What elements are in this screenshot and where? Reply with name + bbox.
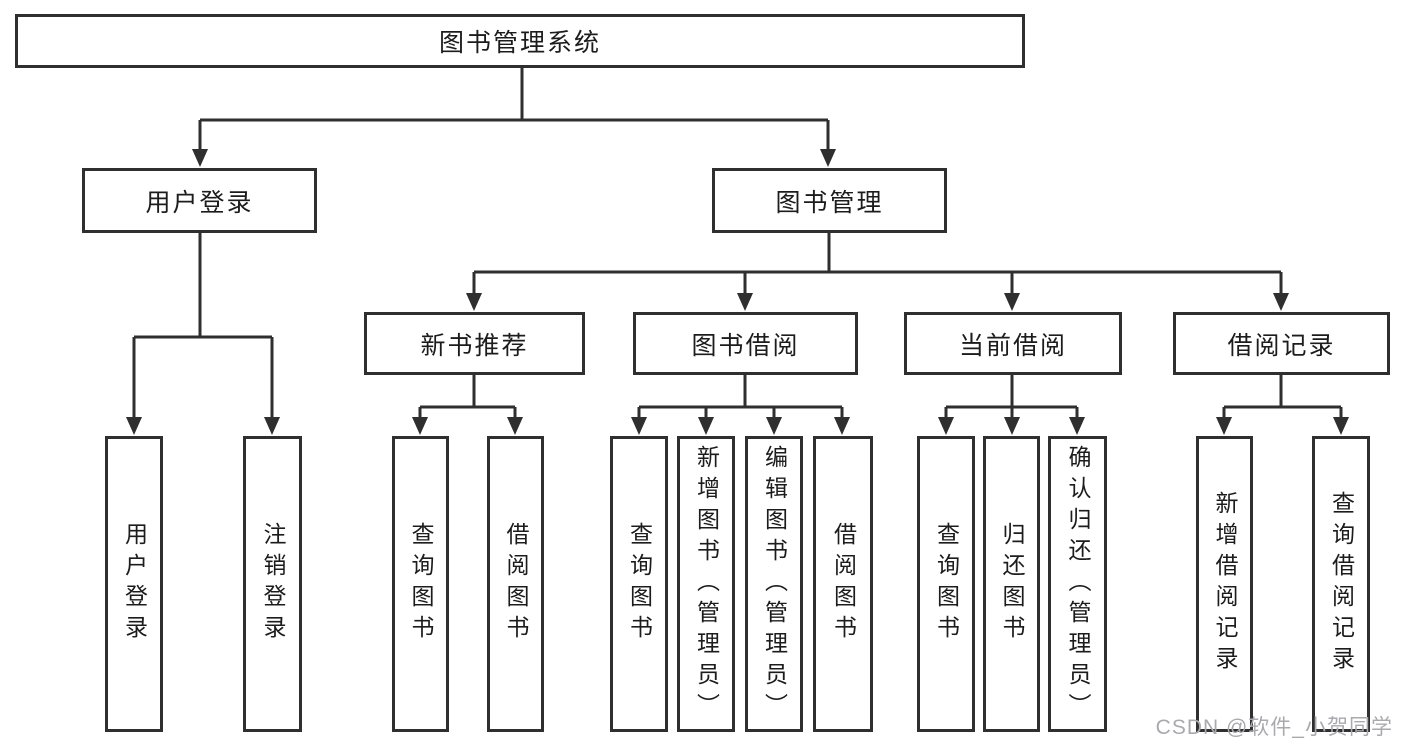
node-leaf-add-borrow-record: 新增借阅记录 — [1196, 436, 1253, 732]
node-user-login: 用户登录 — [82, 168, 317, 233]
node-current-borrow: 当前借阅 — [904, 312, 1122, 375]
node-leaf-query-books-recommend: 查询图书 — [392, 436, 449, 732]
node-leaf-borrow-books-recommend: 借阅图书 — [487, 436, 544, 732]
node-leaf-add-book-admin: 新增图书（管理员） — [677, 436, 735, 732]
node-leaf-logout: 注销登录 — [243, 436, 302, 732]
node-leaf-borrow-books: 借阅图书 — [813, 436, 873, 732]
node-leaf-edit-book-admin: 编辑图书（管理员） — [745, 436, 803, 732]
node-borrow-records: 借阅记录 — [1173, 312, 1390, 375]
node-leaf-query-books-current: 查询图书 — [917, 436, 975, 732]
node-leaf-user-login: 用户登录 — [105, 436, 163, 732]
node-leaf-query-books-borrow: 查询图书 — [610, 436, 668, 732]
csdn-watermark: CSDN @软件_小贺同学 — [1155, 716, 1393, 739]
node-root-system: 图书管理系统 — [15, 14, 1025, 68]
node-book-management: 图书管理 — [712, 168, 947, 233]
node-leaf-query-borrow-record: 查询借阅记录 — [1312, 436, 1370, 732]
node-leaf-confirm-return-admin: 确认归还（管理员） — [1048, 436, 1107, 732]
node-new-book-recommend: 新书推荐 — [364, 312, 585, 375]
node-book-borrow: 图书借阅 — [633, 312, 858, 375]
node-leaf-return-book: 归还图书 — [983, 436, 1040, 732]
